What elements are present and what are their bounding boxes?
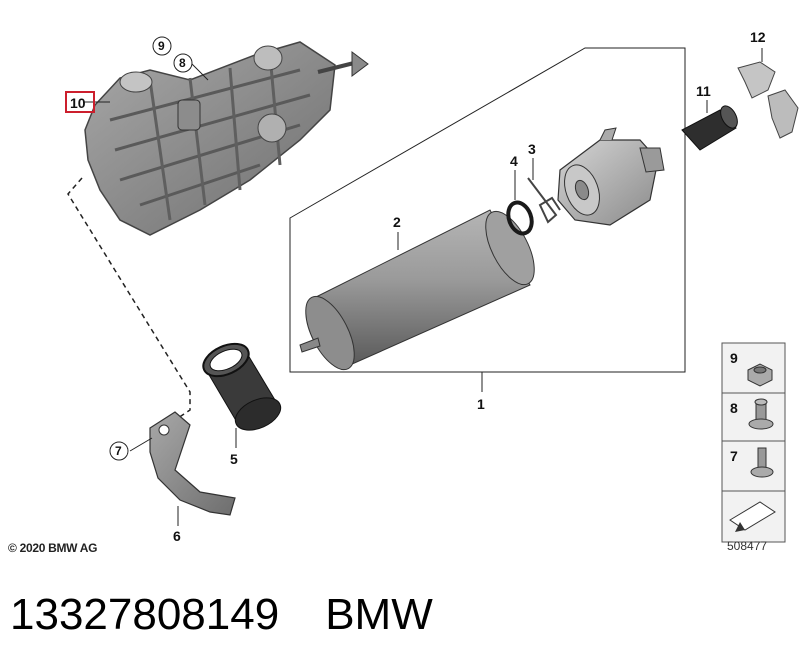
copyright-notice: © 2020 BMW AG: [8, 541, 98, 555]
svg-text:9: 9: [730, 350, 738, 366]
svg-text:8: 8: [179, 56, 186, 70]
parts-diagram: 1 2 3 4 5 6 11 12 9 8 7 10 9 8: [65, 29, 799, 544]
svg-text:10: 10: [70, 95, 86, 111]
filter-head-housing: [557, 127, 665, 226]
callout-1: 1: [477, 396, 485, 412]
bracket-housing-part-10: [84, 41, 369, 236]
part-number: 13327808149: [10, 590, 280, 639]
callout-4: 4: [510, 153, 518, 169]
diagram-reference-number: 508477: [727, 539, 768, 553]
callout-3: 3: [528, 141, 536, 157]
callout-8-circled: 8: [173, 53, 193, 73]
svg-text:7: 7: [115, 444, 122, 458]
rubber-sleeve-part-5: [202, 342, 282, 431]
saddle-bracket-part-6: [149, 411, 236, 516]
callout-10-highlighted: 10: [65, 91, 95, 113]
callout-5: 5: [230, 451, 238, 467]
svg-text:7: 7: [730, 448, 738, 464]
callout-2: 2: [393, 214, 401, 230]
assembly-box-outline: [289, 47, 686, 373]
callout-12: 12: [750, 29, 766, 45]
callout-6: 6: [173, 528, 181, 544]
legend-bolt-7: 7: [730, 447, 774, 478]
sleeve-part-11: [681, 105, 738, 151]
legend-bushing-8: 8: [730, 398, 774, 430]
legend-arrow-icon: [729, 501, 776, 532]
dashed-leader-line: [67, 177, 191, 419]
callout-9-circled: 9: [152, 36, 172, 56]
legend-nut-9: 9: [730, 350, 773, 387]
hardware-legend: 9 8 7: [721, 342, 786, 543]
filter-cartridge-part-2: [299, 209, 535, 371]
spring-clip-part-3: [527, 177, 561, 224]
callout-7-circled: 7: [109, 441, 129, 461]
o-ring-part-4: [506, 200, 534, 236]
callout-11: 11: [696, 83, 711, 99]
brand-name: BMW: [325, 590, 433, 639]
svg-text:9: 9: [158, 39, 165, 53]
svg-text:8: 8: [730, 400, 738, 416]
footer-caption: 13327808149 BMW: [10, 590, 433, 640]
clips-part-12: [737, 61, 799, 139]
